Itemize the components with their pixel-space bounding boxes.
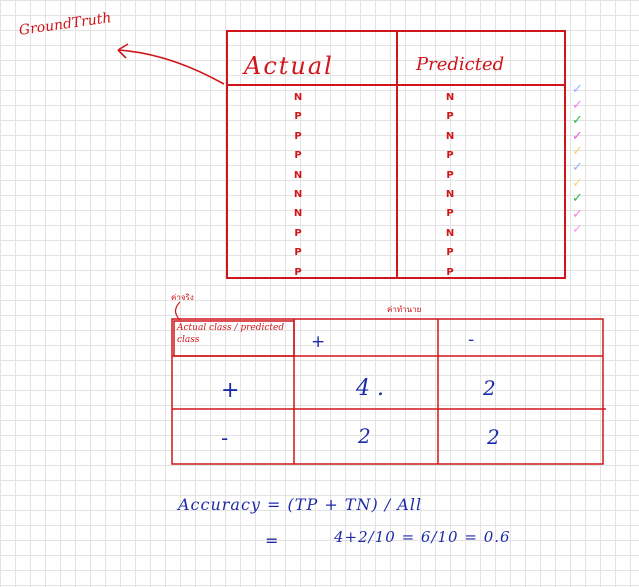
check-mark-icon: ✓ [572, 128, 583, 144]
actual-value: N [293, 208, 303, 220]
predicted-column: N P N P P N P N P P [444, 88, 456, 282]
actual-value: P [294, 247, 302, 259]
check-mark-icon: ✓ [572, 159, 583, 175]
row-header-positive: + [221, 378, 240, 403]
actual-predicted-table: Actual Predicted N P P P N N N P P P N P… [226, 30, 566, 279]
check-marks: ✓✓✓✓✓✓✓✓✓✓ [572, 82, 583, 238]
row-axis-marker: ค่าจริง [171, 293, 194, 302]
predicted-value: N [445, 92, 455, 103]
column-header-positive: + [311, 332, 326, 352]
predicted-value: P [446, 208, 454, 220]
predicted-value: N [445, 188, 455, 200]
check-mark-icon: ✓ [572, 113, 583, 129]
actual-value: N [293, 92, 303, 103]
cell-true-positive: 4 . [356, 376, 384, 401]
check-mark-icon: ✓ [572, 222, 583, 238]
check-mark-icon: ✓ [572, 144, 583, 160]
column-divider [396, 32, 398, 277]
predicted-value: P [446, 150, 454, 162]
actual-value: P [294, 111, 302, 123]
formula-equals-mark: = [265, 531, 279, 550]
check-mark-icon: ✓ [572, 82, 583, 97]
predicted-value: P [446, 111, 454, 123]
actual-value: P [294, 266, 302, 278]
row-header-negative: - [221, 426, 229, 450]
predicted-value: P [446, 247, 454, 259]
accuracy-formula: Accuracy = (TP + TN) / All [178, 495, 423, 514]
confusion-grid [171, 318, 606, 465]
check-mark-icon: ✓ [572, 97, 583, 113]
ground-truth-label: GroundTruth [18, 10, 113, 39]
confusion-matrix: Actual class / predicted class + - + - 4… [171, 318, 606, 465]
predicted-value: N [445, 227, 455, 239]
column-header-negative: - [468, 330, 475, 350]
cell-true-negative: 2 [487, 425, 500, 449]
actual-value: P [294, 130, 302, 142]
predicted-header: Predicted [416, 54, 505, 75]
check-mark-icon: ✓ [572, 175, 583, 191]
predicted-value: P [446, 266, 454, 278]
actual-value: P [294, 150, 302, 162]
cell-false-positive: 2 [358, 424, 371, 448]
ground-truth-arrow [117, 43, 225, 85]
actual-header: Actual [244, 52, 334, 80]
column-axis-marker: ค่าทำนาย [387, 305, 422, 314]
check-mark-icon: ✓ [572, 191, 583, 207]
check-mark-icon: ✓ [572, 206, 583, 222]
predicted-value: N [445, 130, 455, 142]
actual-value: N [293, 169, 303, 181]
actual-column: N P P P N N N P P P [292, 88, 304, 282]
predicted-value: P [446, 169, 454, 181]
accuracy-result: 4+2/10 = 6/10 = 0.6 [334, 528, 511, 546]
corner-label: Actual class / predicted class [177, 323, 285, 345]
actual-value: P [294, 227, 302, 239]
actual-value: N [293, 188, 303, 200]
header-divider [228, 84, 564, 86]
cell-false-negative: 2 [483, 376, 496, 400]
